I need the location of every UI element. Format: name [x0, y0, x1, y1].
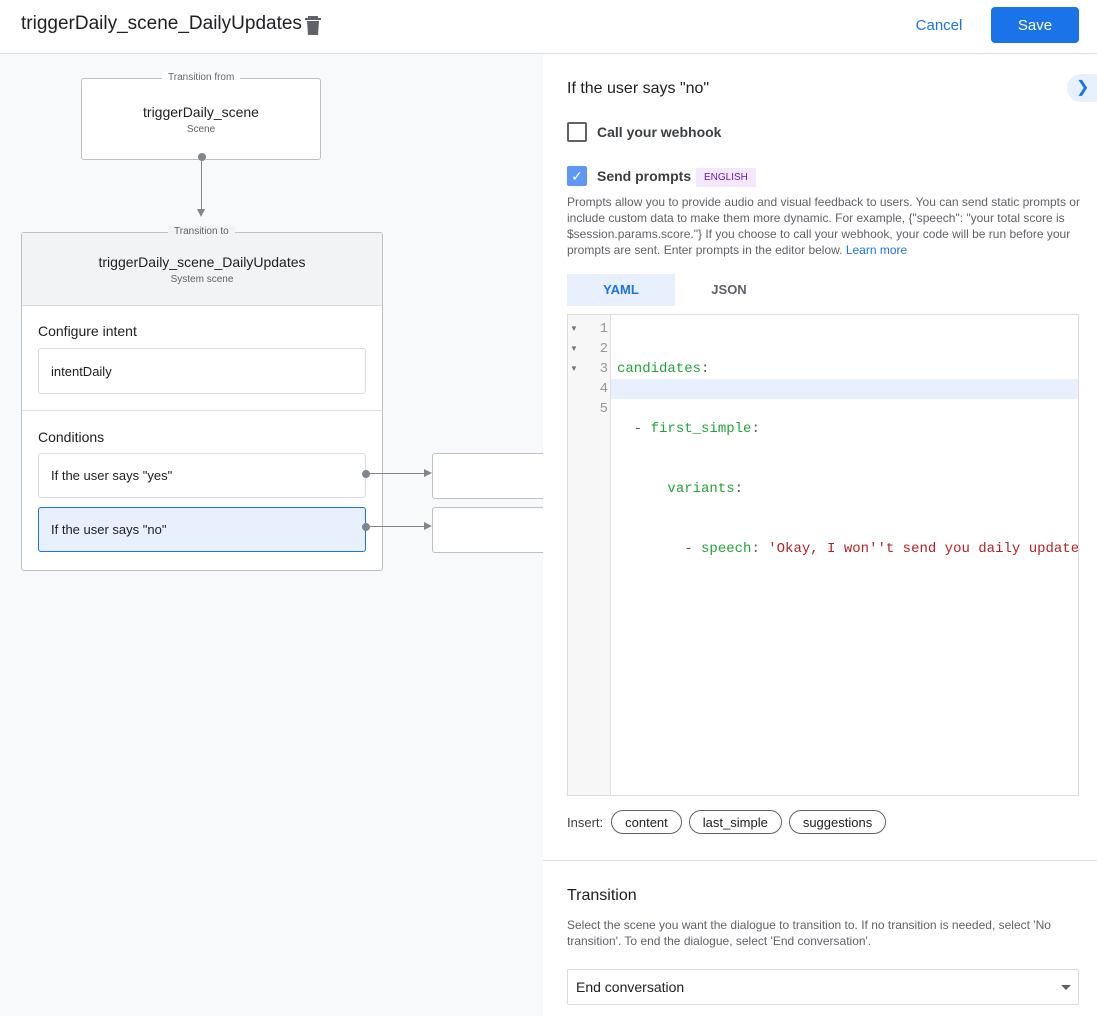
code-content: candidates: - first_simple: variants: - … — [617, 361, 1079, 557]
flow-canvas: Transition from triggerDaily_scene Scene… — [0, 54, 552, 1016]
divider — [22, 410, 382, 411]
insert-content-chip[interactable]: content — [611, 810, 682, 834]
save-button[interactable]: Save — [991, 7, 1079, 43]
header: triggerDaily_scene_DailyUpdates Cancel S… — [0, 0, 1097, 54]
transition-heading: Transition — [567, 887, 637, 904]
language-badge: ENGLISH — [696, 168, 756, 187]
details-panel: ❯ If the user says "no" Call your webhoo… — [543, 54, 1097, 1016]
connector-line — [366, 473, 424, 474]
yes-target-card[interactable] — [432, 453, 552, 499]
transition-from-card[interactable]: Transition from triggerDaily_scene Scene — [81, 72, 321, 160]
transition-select[interactable]: End conversation — [567, 969, 1079, 1005]
send-prompts-checkbox[interactable]: ✓ — [567, 166, 587, 186]
active-line-highlight — [611, 379, 1078, 399]
divider — [543, 860, 1097, 861]
gutter — [568, 315, 611, 795]
insert-label: Insert: — [567, 814, 604, 830]
intent-field[interactable]: intentDaily — [38, 348, 366, 394]
connector-dot — [362, 523, 370, 531]
learn-more-link[interactable]: Learn more — [845, 243, 908, 257]
conditions-heading: Conditions — [38, 429, 105, 445]
condition-yes[interactable]: If the user says "yes" — [38, 453, 366, 498]
description-text: Prompts allow you to provide audio and v… — [567, 195, 1080, 257]
connector-dot — [198, 153, 206, 161]
dropdown-arrow-icon — [1061, 985, 1071, 990]
webhook-label: Call your webhook — [597, 124, 722, 140]
insert-row: Insert: content last_simple suggestions — [567, 810, 887, 834]
arrow-down-icon — [197, 209, 205, 217]
send-prompts-label: Send prompts — [597, 168, 692, 184]
to-scene-name: triggerDaily_scene_DailyUpdates — [98, 254, 306, 270]
connector-line — [201, 158, 202, 210]
cancel-button[interactable]: Cancel — [915, 16, 963, 34]
configure-intent-heading: Configure intent — [38, 323, 137, 339]
transition-to-label: Transition to — [168, 226, 235, 237]
transition-selected-value: End conversation — [576, 979, 685, 995]
prompts-description: Prompts allow you to provide audio and v… — [567, 194, 1082, 258]
condition-no[interactable]: If the user says "no" — [38, 507, 366, 552]
webhook-checkbox[interactable] — [567, 122, 587, 142]
trash-icon[interactable] — [304, 14, 322, 36]
transition-description: Select the scene you want the dialogue t… — [567, 918, 1051, 948]
transition-from-label: Transition from — [162, 72, 241, 83]
insert-last-simple-chip[interactable]: last_simple — [688, 810, 782, 834]
insert-suggestions-chip[interactable]: suggestions — [788, 810, 887, 834]
from-scene-name: triggerDaily_scene — [143, 104, 259, 120]
arrow-right-icon — [424, 522, 432, 530]
no-target-card[interactable] — [432, 507, 552, 553]
tab-json[interactable]: JSON — [711, 282, 747, 297]
fold-arrows[interactable]: ▼▼▼ — [570, 324, 578, 373]
tab-yaml[interactable]: YAML — [567, 274, 675, 306]
panel-heading: If the user says "no" — [567, 80, 710, 97]
collapse-panel-chevron-icon[interactable]: ❯ — [1067, 74, 1097, 102]
to-scene-type: System scene — [170, 274, 234, 285]
page-title: triggerDaily_scene_DailyUpdates — [21, 13, 302, 34]
connector-dot — [362, 470, 370, 478]
from-scene-type: Scene — [186, 124, 216, 135]
arrow-right-icon — [424, 469, 432, 477]
transition-to-card: Transition to triggerDaily_scene_DailyUp… — [21, 226, 383, 571]
connector-line — [366, 526, 424, 527]
